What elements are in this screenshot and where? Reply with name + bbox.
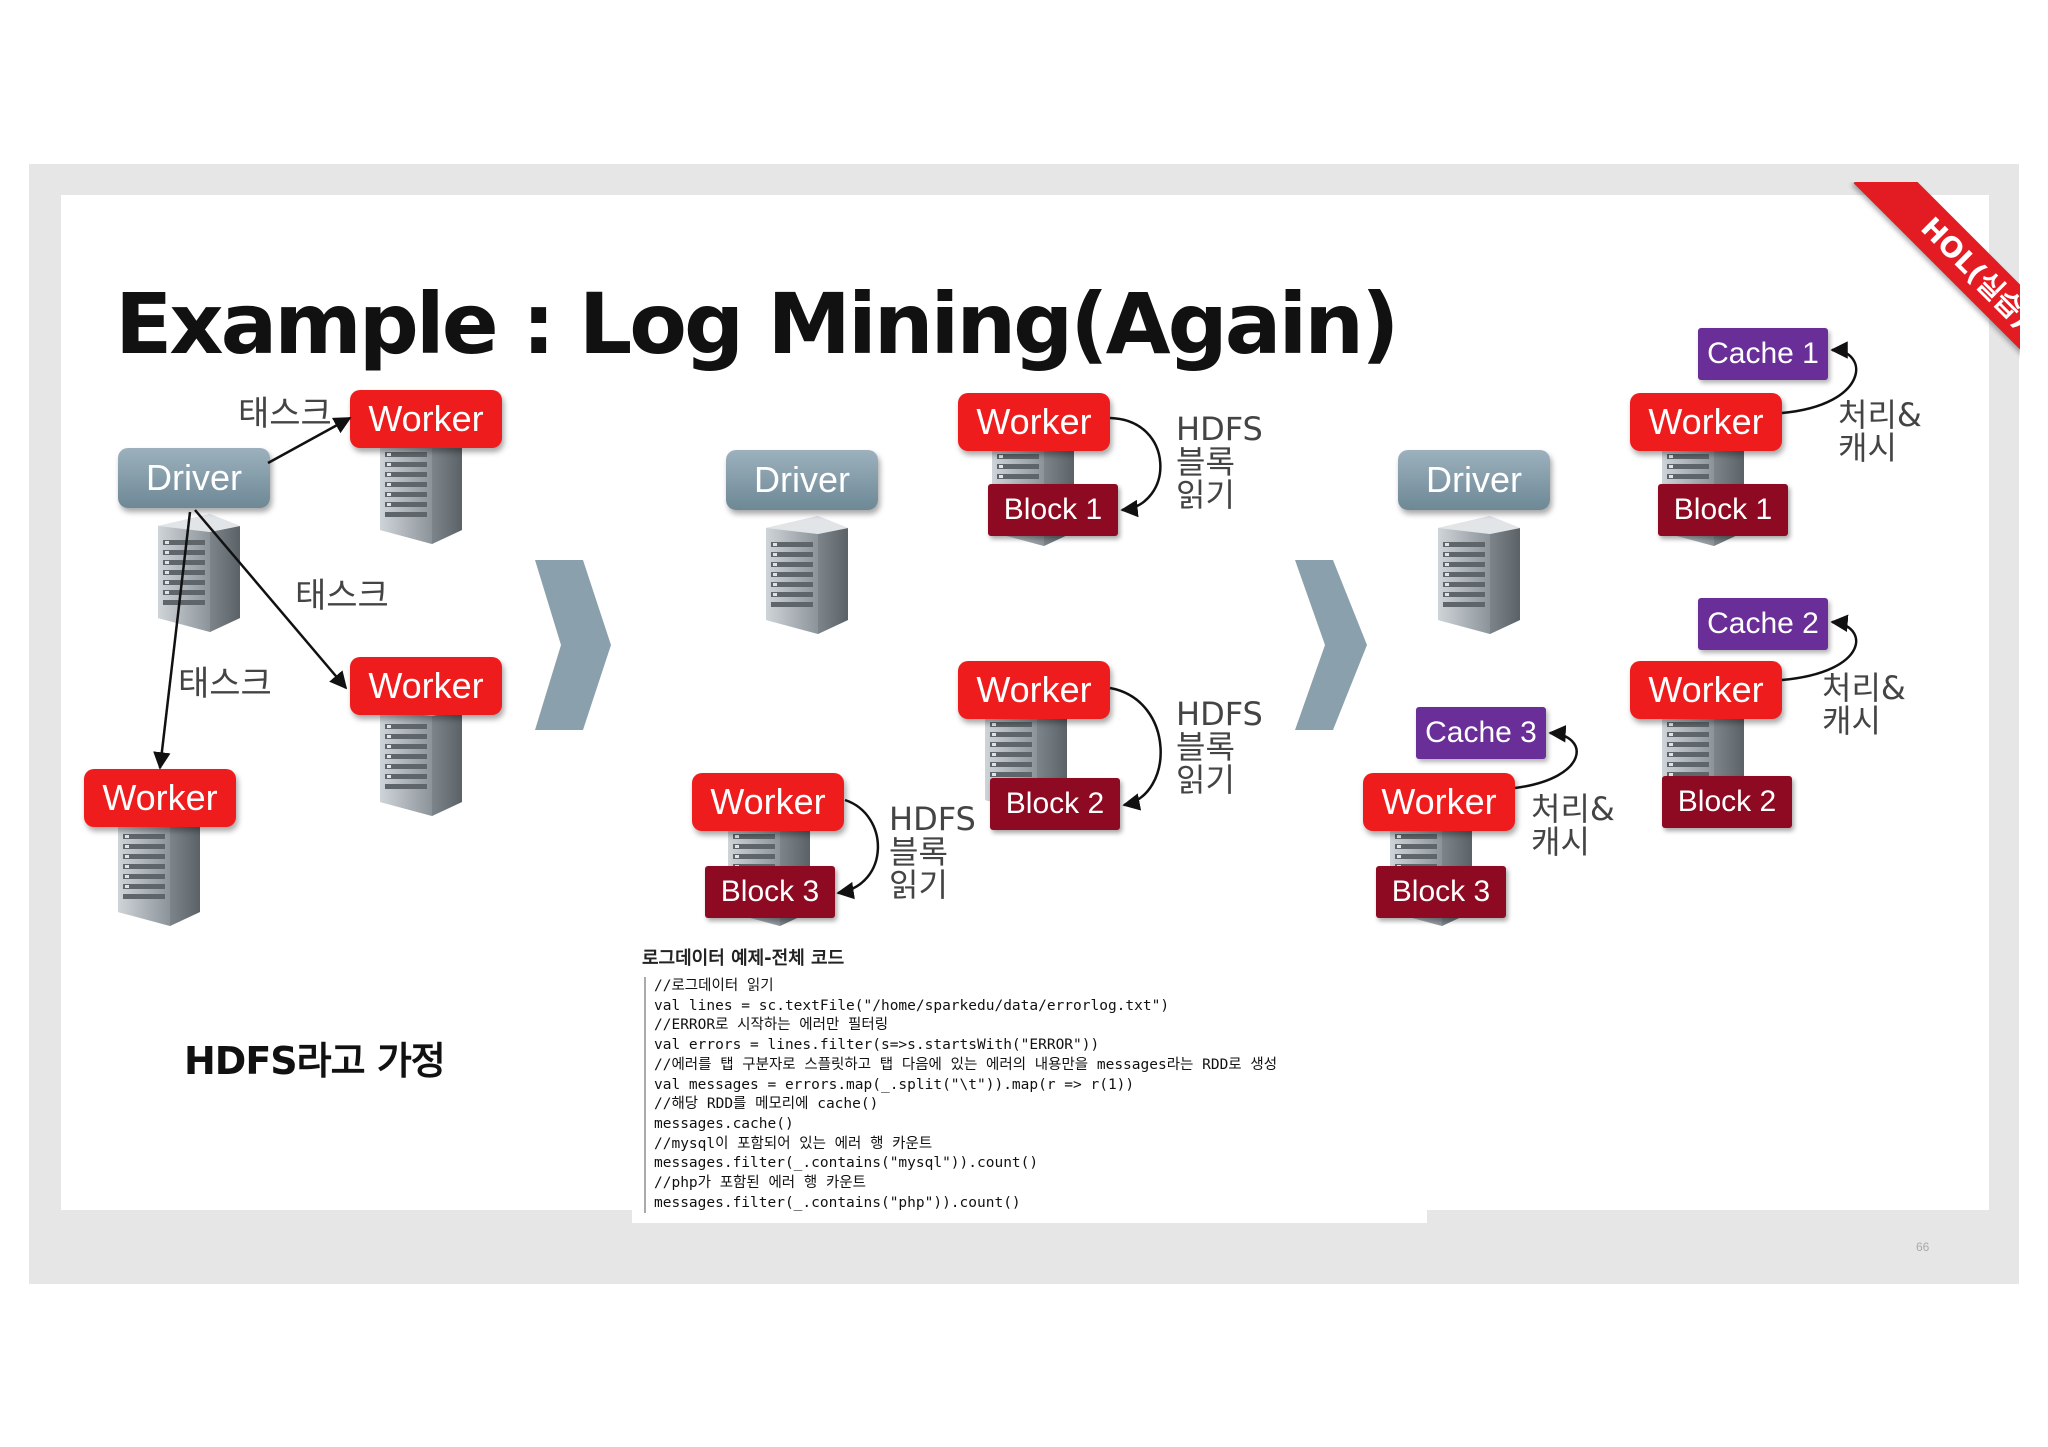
p2-read-label-2: HDFS 블록 읽기 xyxy=(1176,698,1263,797)
read-label-line: 읽기 xyxy=(1176,476,1235,514)
panel-transition-arrow xyxy=(535,560,611,730)
p1-driver: Driver xyxy=(118,448,270,508)
slide-title: Example : Log Mining(Again) xyxy=(115,275,1399,373)
p2-block-3: Block 3 xyxy=(705,866,835,918)
code-listing: //로그데이터 읽기 val lines = sc.textFile("/hom… xyxy=(644,977,1434,1214)
code-comment: //해당 RDD를 메모리에 cache() xyxy=(654,1096,879,1113)
p3-driver: Driver xyxy=(1398,450,1550,510)
code-comment: //php가 포함된 에러 행 카운트 xyxy=(654,1175,866,1192)
p2-read-label-1: HDFS 블록 읽기 xyxy=(1176,413,1263,512)
p1-task-label-3: 태스크 xyxy=(178,664,272,704)
code-line: val messages = errors.map(_.split("\t"))… xyxy=(654,1076,1135,1093)
p1-worker-1: Worker xyxy=(350,390,502,448)
code-comment: //에러를 탭 구분자로 스플릿하고 탭 다음에 있는 에러의 내용만을 mes… xyxy=(654,1056,1278,1073)
code-comment: //mysql이 포함되어 있는 에러 행 카운트 xyxy=(654,1135,933,1152)
code-line: messages.filter(_.contains("php")).count… xyxy=(654,1194,1021,1211)
cache-arrow xyxy=(1514,725,1578,790)
code-line: messages.filter(_.contains("mysql")).cou… xyxy=(654,1155,1039,1172)
read-label-line: 블록 xyxy=(889,833,948,871)
process-label-line: 처리& xyxy=(1822,669,1906,707)
read-arrow xyxy=(836,798,880,900)
p3-process-label-3: 처리& 캐시 xyxy=(1531,793,1615,859)
task-arrow xyxy=(153,511,192,770)
panel-transition-arrow xyxy=(1295,560,1367,730)
code-comment: //ERROR로 시작하는 에러만 필터링 xyxy=(654,1017,889,1034)
code-snippet-panel xyxy=(632,933,1427,1223)
read-label-line: 블록 xyxy=(1176,443,1235,481)
p2-read-label-3: HDFS 블록 읽기 xyxy=(889,803,976,902)
p3-cache-2: Cache 2 xyxy=(1698,598,1828,650)
read-label-line: HDFS xyxy=(1176,410,1263,448)
p3-worker-1: Worker xyxy=(1630,393,1782,451)
process-label-line: 캐시 xyxy=(1822,702,1881,740)
p2-driver: Driver xyxy=(726,450,878,510)
p2-block-2: Block 2 xyxy=(990,778,1120,830)
p2-worker-1: Worker xyxy=(958,393,1110,451)
code-title: 로그데이터 예제-전체 코드 xyxy=(642,948,845,969)
p3-block-2: Block 2 xyxy=(1662,776,1792,828)
p3-cache-3: Cache 3 xyxy=(1416,707,1546,759)
hdfs-assumption-note: HDFS라고 가정 xyxy=(184,1039,446,1083)
task-arrow xyxy=(194,509,348,690)
process-label-line: 캐시 xyxy=(1531,823,1590,861)
read-label-line: HDFS xyxy=(889,800,976,838)
read-label-line: 블록 xyxy=(1176,728,1235,766)
p2-block-1: Block 1 xyxy=(988,484,1118,536)
p2-worker-3: Worker xyxy=(692,773,844,831)
p1-worker-2: Worker xyxy=(350,657,502,715)
p3-worker-3: Worker xyxy=(1363,773,1515,831)
process-label-line: 처리& xyxy=(1531,790,1615,828)
code-comment: //로그데이터 읽기 xyxy=(654,978,774,994)
code-line: val errors = lines.filter(s=>s.startsWit… xyxy=(654,1037,1100,1054)
task-arrow xyxy=(267,416,352,465)
p1-task-label-2: 태스크 xyxy=(295,576,389,616)
cache-arrow xyxy=(1781,614,1858,682)
p3-cache-1: Cache 1 xyxy=(1698,328,1828,380)
cache-arrow xyxy=(1781,341,1858,415)
p3-process-label-1: 처리& 캐시 xyxy=(1838,399,1922,465)
process-label-line: 캐시 xyxy=(1838,429,1897,467)
p1-task-label-1: 태스크 xyxy=(238,394,332,434)
read-label-line: HDFS xyxy=(1176,695,1263,733)
p3-block-3: Block 3 xyxy=(1376,866,1506,918)
code-line: val lines = sc.textFile("/home/sparkedu/… xyxy=(654,997,1170,1014)
p1-worker-3: Worker xyxy=(84,769,236,827)
read-arrow xyxy=(1109,686,1162,811)
page-number: 66 xyxy=(1916,1240,1930,1254)
process-label-line: 처리& xyxy=(1838,396,1922,434)
read-arrow xyxy=(1109,416,1162,518)
code-line: messages.cache() xyxy=(654,1115,794,1132)
read-label-line: 읽기 xyxy=(889,866,948,904)
read-label-line: 읽기 xyxy=(1176,761,1235,799)
p3-block-1: Block 1 xyxy=(1658,484,1788,536)
p3-worker-2: Worker xyxy=(1630,661,1782,719)
p2-worker-2: Worker xyxy=(958,661,1110,719)
p3-process-label-2: 처리& 캐시 xyxy=(1822,672,1906,738)
